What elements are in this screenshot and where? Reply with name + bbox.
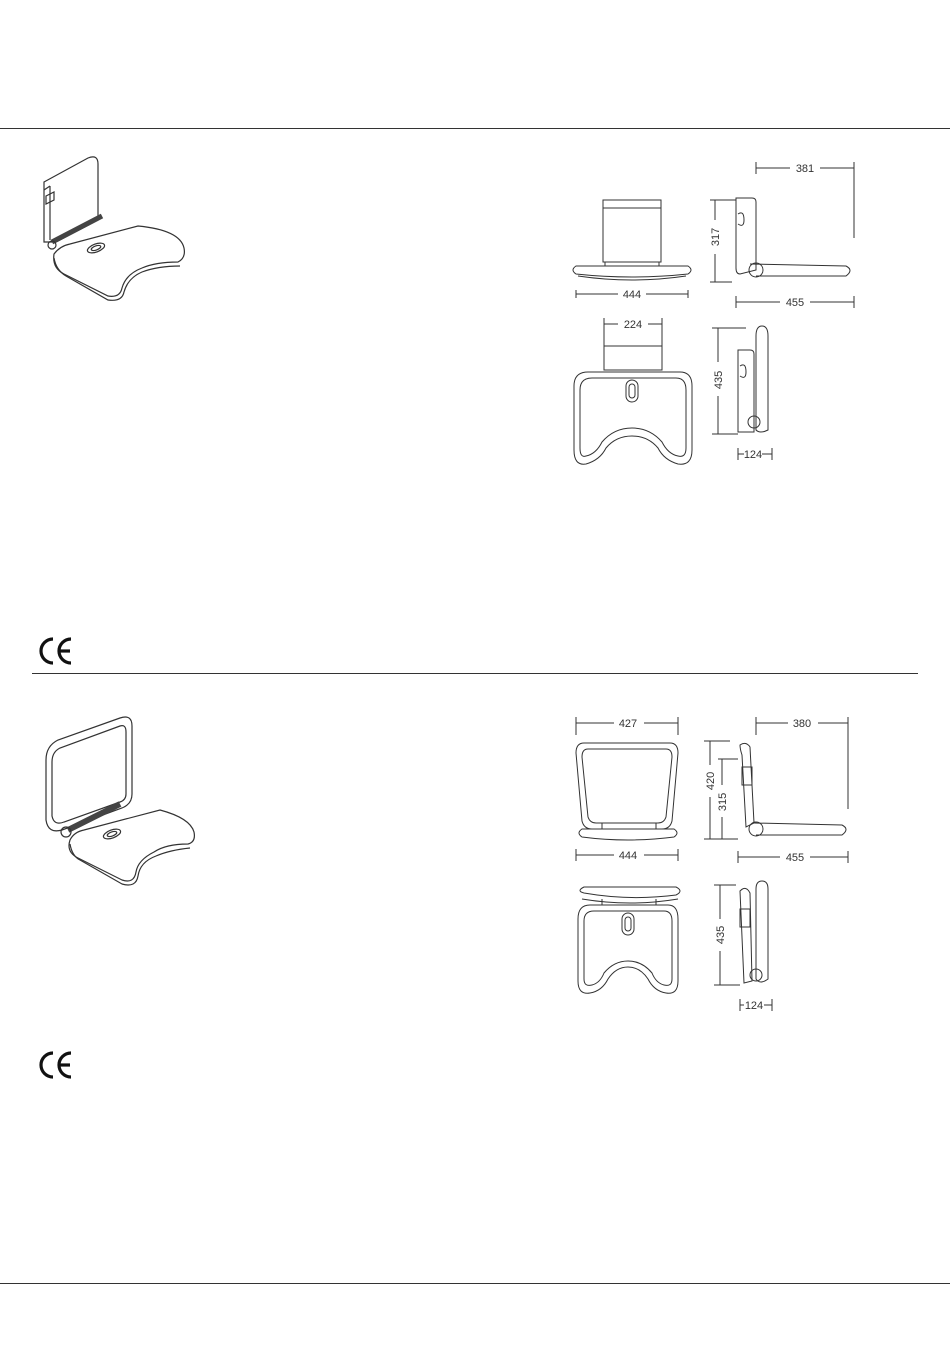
dim-444-label-2: 444	[619, 850, 637, 862]
front-view	[573, 200, 691, 280]
dim-435-label-2: 435	[715, 926, 727, 944]
dim-depth-380: 380	[756, 717, 848, 809]
dim-depth-124: 124	[738, 448, 772, 461]
dim-455-label-2: 455	[786, 852, 804, 864]
dim-381-label: 381	[796, 163, 814, 175]
dim-folded-435-2: 435	[714, 885, 740, 985]
folded-side-view-2	[740, 881, 768, 983]
front-view-2	[576, 743, 678, 840]
dim-124-label-2: 124	[745, 1000, 763, 1012]
dim-depth-124-2: 124	[740, 999, 772, 1012]
dim-side-455-2: 455	[738, 851, 848, 864]
dim-width-444-2: 444	[576, 849, 678, 862]
folded-side-view	[738, 326, 768, 432]
dim-435-label: 435	[713, 371, 725, 389]
dim-420-label: 420	[705, 772, 717, 790]
dim-124-label: 124	[744, 449, 762, 461]
dim-hinge-224: 224	[604, 318, 662, 346]
dim-height-317: 317	[710, 200, 736, 282]
dim-224-label: 224	[624, 319, 642, 331]
dim-315-label: 315	[717, 793, 729, 811]
side-view-2	[740, 743, 846, 836]
top-rule	[0, 128, 950, 129]
bottom-rule	[0, 1283, 950, 1284]
dim-height-420-315: 420 315	[704, 741, 738, 839]
product-2-illustration	[40, 712, 205, 892]
dim-455-label: 455	[786, 297, 804, 309]
dim-folded-435: 435	[712, 328, 746, 434]
product-1-drawing: 444 381 317 455 224	[560, 150, 870, 480]
dim-depth-381: 381	[756, 162, 854, 238]
dim-317-label: 317	[710, 228, 722, 246]
top-view	[574, 346, 692, 464]
dim-width-444: 444	[576, 289, 688, 301]
dim-427-label: 427	[619, 718, 637, 730]
dim-back-427: 427	[576, 717, 678, 735]
dim-side-455: 455	[736, 296, 854, 309]
top-view-2	[578, 887, 680, 993]
ce-mark-1	[38, 636, 74, 671]
dim-444-label: 444	[623, 289, 641, 301]
product-2-drawing: 427 420 315 380 444 455	[560, 705, 870, 1015]
dim-380-label: 380	[793, 718, 811, 730]
section-divider	[32, 673, 918, 674]
side-view	[736, 198, 850, 277]
ce-mark-2	[38, 1050, 74, 1085]
product-1-illustration	[30, 150, 200, 310]
